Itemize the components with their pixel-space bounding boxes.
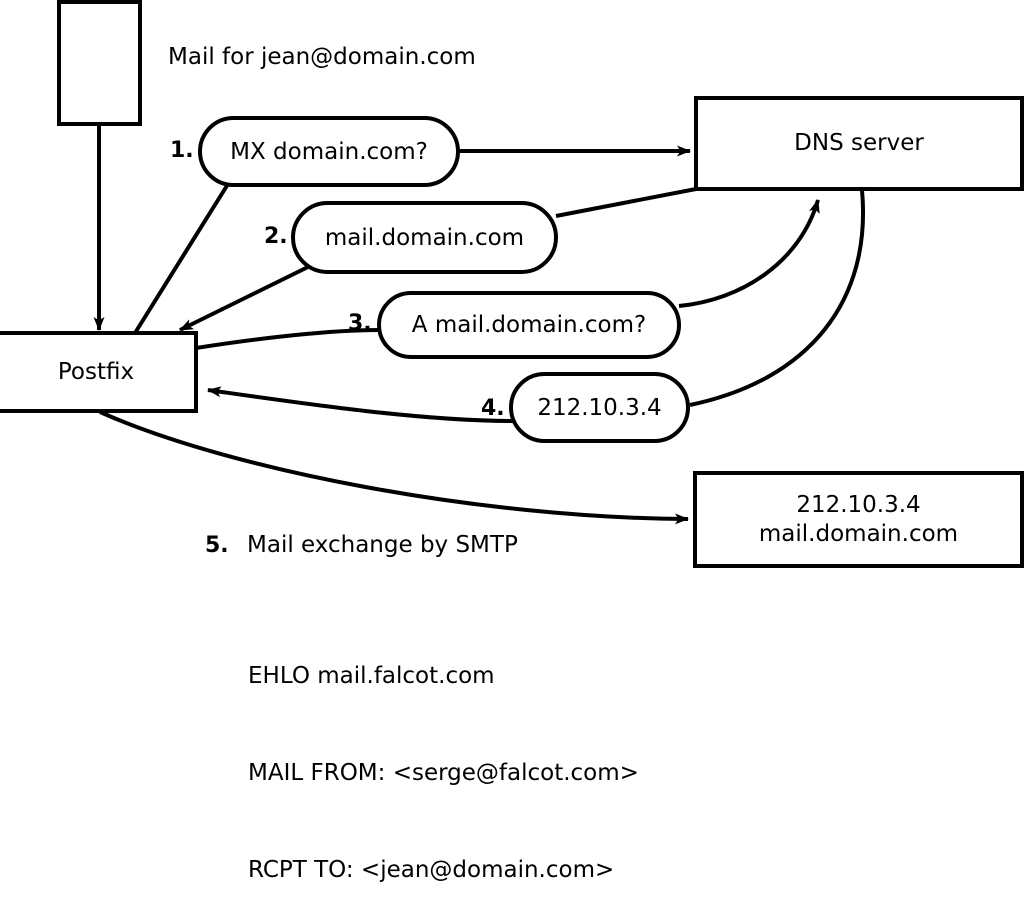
transcript-line: EHLO mail.falcot.com bbox=[248, 663, 495, 690]
step-3-label: A mail.domain.com? bbox=[411, 312, 647, 338]
step-1-number: 1. bbox=[170, 138, 194, 163]
connector-dns-to-bubble4 bbox=[689, 189, 865, 407]
step-2-number: 2. bbox=[264, 224, 288, 249]
step-4-number: 4. bbox=[481, 396, 505, 421]
postfix-label: Postfix bbox=[57, 358, 135, 385]
transcript-line: RCPT TO: <jean@domain.com> bbox=[248, 856, 615, 883]
step-5-label: Mail exchange by SMTP bbox=[247, 532, 518, 558]
step-5-number: 5. bbox=[205, 533, 229, 558]
page-title: Mail for jean@domain.com bbox=[168, 44, 476, 70]
connector-bubble4-to-postfix bbox=[207, 386, 514, 423]
client-box bbox=[57, 0, 142, 126]
mail-server-label: 212.10.3.4 mail.domain.com bbox=[695, 473, 1022, 566]
connector-dns-to-bubble2 bbox=[555, 187, 697, 218]
transcript-line: MAIL FROM: <serge@falcot.com> bbox=[248, 760, 639, 787]
connector-bubble3-to-dns bbox=[678, 199, 820, 308]
step-1-label: MX domain.com? bbox=[230, 138, 428, 165]
connector-bubble2-to-postfix bbox=[179, 264, 311, 332]
smtp-transcript: EHLO mail.falcot.com MAIL FROM: <serge@f… bbox=[248, 596, 639, 919]
step-2-label: mail.domain.com bbox=[324, 224, 525, 251]
step-3-number: 3. bbox=[348, 311, 372, 336]
mail-server-ip: 212.10.3.4 bbox=[796, 492, 921, 519]
step-4-label: 212.10.3.4 bbox=[537, 394, 662, 421]
connector-bubble1-to-postfix bbox=[133, 182, 230, 335]
mail-server-host: mail.domain.com bbox=[758, 520, 959, 547]
dns-server-label: DNS server bbox=[794, 130, 924, 157]
